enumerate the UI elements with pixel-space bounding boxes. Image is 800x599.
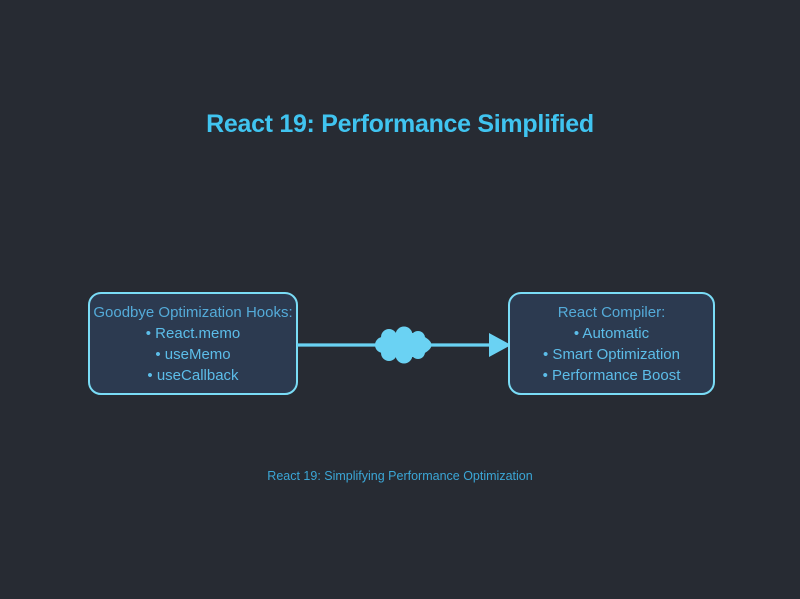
node-item: • useMemo	[155, 345, 231, 363]
node-react-compiler: React Compiler: • Automatic • Smart Opti…	[508, 292, 715, 395]
node-title: Goodbye Optimization Hooks:	[93, 303, 293, 321]
node-item: • Smart Optimization	[543, 345, 680, 363]
node-title: React Compiler:	[557, 303, 666, 321]
node-item: • useCallback	[147, 366, 239, 384]
node-item: • Performance Boost	[542, 366, 681, 384]
node-item: • React.memo	[145, 324, 241, 342]
edge-blob-icon	[375, 326, 432, 364]
arrow-connector	[297, 326, 511, 364]
arrowhead-icon	[489, 333, 511, 357]
node-goodbye-hooks: Goodbye Optimization Hooks: • React.memo…	[88, 292, 298, 395]
diagram-title: React 19: Performance Simplified	[206, 110, 594, 138]
node-item: • Automatic	[573, 324, 650, 342]
diagram-caption: React 19: Simplifying Performance Optimi…	[267, 469, 533, 483]
